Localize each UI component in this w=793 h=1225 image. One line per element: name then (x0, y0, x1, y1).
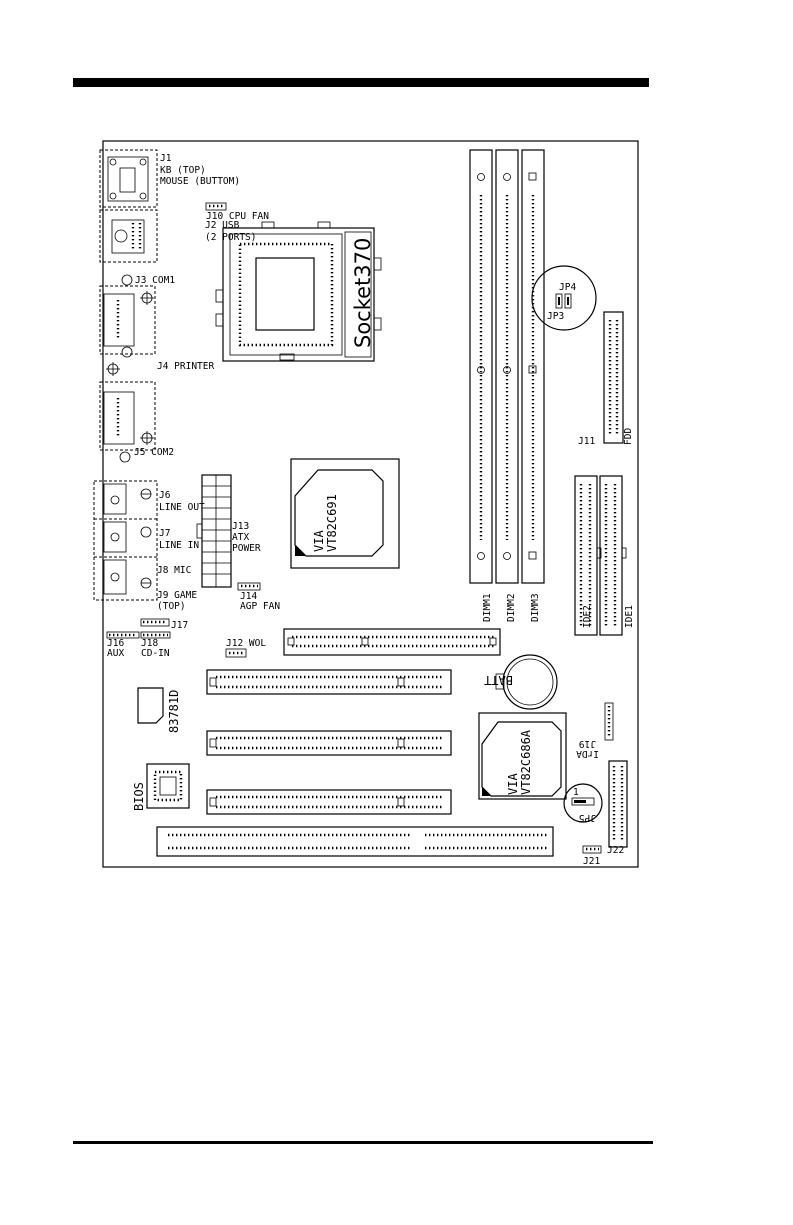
footer-rule (73, 1141, 653, 1144)
ps2-connector (99, 149, 158, 208)
j17-label: J17 (171, 620, 188, 631)
jp5-jumper (563, 783, 603, 823)
sio-label: 83781D (167, 690, 181, 733)
ide2-label: IDE2 (582, 605, 593, 628)
wol-header (225, 648, 247, 658)
bios-chip (146, 763, 190, 809)
isa-slot (156, 826, 554, 857)
irda-label: IrDA (576, 748, 599, 759)
j3-label: J3 COM1 (135, 275, 175, 286)
board-outline (102, 140, 639, 868)
aux-label: AUX (107, 648, 124, 659)
south-chip-label: VT82C686A (519, 729, 533, 795)
j8-label: J8 MIC (157, 565, 191, 576)
south-via-label: VIA (506, 773, 520, 795)
cpu-socket (215, 221, 382, 362)
north-via-label: VIA (312, 530, 326, 552)
atx-power-connector (196, 474, 232, 588)
j1-label: J1 (160, 153, 172, 164)
dimm1-label: DIMM1 (482, 593, 493, 622)
socket-label: Socket370 (351, 238, 375, 348)
jp4-jp3-jumpers (531, 265, 597, 331)
j9-label: J9 GAME (157, 590, 197, 601)
j5-label: J5 COM2 (134, 447, 174, 458)
ide1-label: IDE1 (624, 605, 635, 628)
j10-label: J10 CPU FAN (206, 211, 269, 222)
com-printer-connectors (99, 274, 156, 463)
jp4-label: JP4 (559, 282, 576, 293)
j14-label: J14 (240, 591, 257, 602)
irda-header (604, 702, 614, 741)
header-rule (73, 78, 649, 87)
jp3-label: JP3 (547, 311, 564, 322)
j16-label: J16 (107, 638, 124, 649)
linein-label: LINE IN (159, 540, 199, 551)
power-label: POWER (232, 543, 261, 554)
j4-label: J4 PRINTER (157, 361, 214, 372)
cpu-fan-header (205, 202, 227, 211)
agp-slot (283, 628, 501, 656)
j12-label: J12 WOL (226, 638, 266, 649)
j22-label: J22 (607, 845, 624, 856)
dimm2-label: DIMM2 (506, 593, 517, 622)
j2-label: J2 USB (205, 220, 240, 231)
battery (495, 654, 558, 710)
pci-slots (206, 669, 452, 815)
j18-label: J18 (141, 638, 158, 649)
north-bridge-chip (290, 458, 400, 569)
j7-label: J7 (159, 528, 170, 539)
j19-label: J19 (579, 738, 596, 749)
top-label: (TOP) (157, 601, 186, 612)
j13-label: J13 (232, 521, 249, 532)
j21-header (582, 845, 602, 854)
fdd-label: FDD (623, 428, 634, 445)
ide-connectors (574, 475, 627, 636)
fdd-connector (603, 311, 624, 444)
cdin-label: CD-IN (141, 648, 170, 659)
j6-label: J6 (159, 490, 171, 501)
bios-label: BIOS (132, 782, 146, 811)
atx-label: ATX (232, 532, 249, 543)
mouse-label: MOUSE (BUTTOM) (160, 176, 240, 187)
j22-header (608, 760, 628, 848)
aux-cdin-headers (106, 618, 171, 639)
jp5-pin-label: 1 (573, 787, 579, 798)
lineout-label: LINE OUT (159, 502, 205, 513)
ports-label: (2 PORTS) (205, 232, 256, 243)
j21-label: J21 (583, 856, 600, 867)
dimm3-label: DIMM3 (530, 593, 541, 622)
north-chip-label: VT82C691 (325, 494, 339, 552)
kb-label: KB (TOP) (160, 165, 206, 176)
jp5-label: JP5 (579, 812, 596, 823)
agpfan-label: AGP FAN (240, 601, 280, 612)
agp-fan-header (237, 582, 261, 591)
audio-game-connectors (93, 480, 158, 601)
usb-connector (99, 209, 158, 263)
super-io-chip (137, 687, 164, 724)
south-bridge-chip (478, 712, 567, 800)
dimm-slots (469, 149, 545, 584)
batt-label: BATT (484, 673, 513, 687)
j11-label: J11 (578, 436, 595, 447)
